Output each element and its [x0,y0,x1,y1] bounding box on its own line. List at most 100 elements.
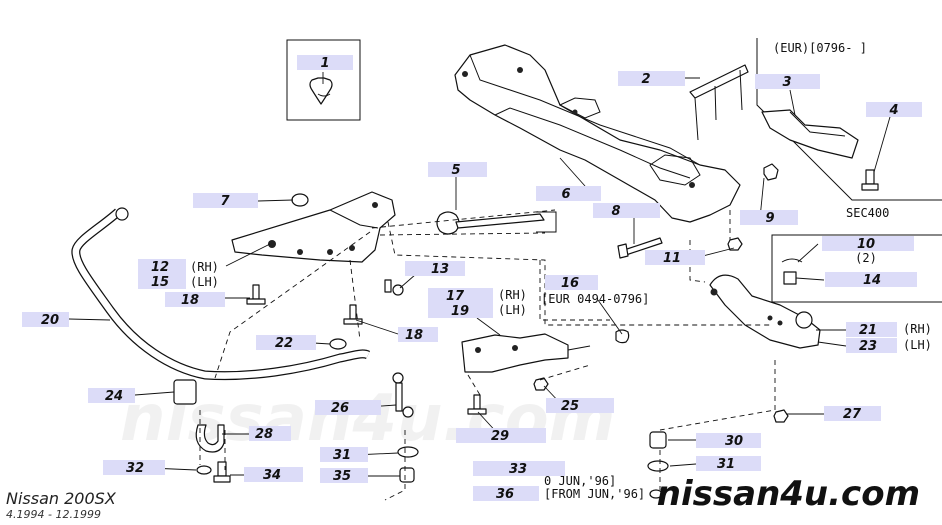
part-5-link-rod [436,211,557,235]
svg-text:8: 8 [611,204,620,219]
svg-text:34: 34 [263,468,281,483]
part-35-bush [399,467,415,483]
svg-text:4: 4 [888,103,898,118]
note-eur-0494-0796: [EUR 0494-0796] [541,292,649,306]
callout-32[interactable]: 32 [103,460,165,476]
svg-text:18: 18 [181,293,199,308]
part-32-nut [196,465,212,475]
part-30-bush [649,431,667,449]
callout-12[interactable]: 12 [138,259,186,275]
callout-12-side: (RH) [190,260,219,274]
svg-text:16: 16 [561,276,579,291]
svg-text:10: 10 [857,237,875,252]
svg-text:22: 22 [275,336,293,351]
svg-text:13: 13 [431,262,449,277]
callout-21-side: (RH) [903,322,932,336]
part-27-nut [773,409,789,423]
callout-8[interactable]: 8 [593,203,660,219]
part-7-bracket [231,191,396,263]
part-18-bolt-a [246,284,266,305]
callout-1[interactable]: 1 [297,55,353,71]
svg-text:3: 3 [782,75,791,90]
svg-text:17: 17 [446,289,465,304]
callout-28[interactable]: 28 [249,426,291,442]
callout-27[interactable]: 27 [824,406,881,422]
svg-text:26: 26 [331,401,349,416]
callout-14[interactable]: 14 [825,272,917,288]
callout-17[interactable]: 17 [428,288,493,304]
svg-text:35: 35 [333,469,351,484]
part-31-washer-b [397,446,419,458]
callout-18-left[interactable]: 18 [165,292,225,308]
note-before-jun96: 0 JUN,'96] [544,474,616,488]
callout-10[interactable]: 10 [822,236,914,252]
front-crossmember [454,44,741,223]
callout-34[interactable]: 34 [244,467,303,483]
callout-33[interactable]: 33 [473,461,565,477]
part-24-bush [173,379,197,405]
callout-18-center[interactable]: 18 [398,327,438,343]
part-29-bolt [467,394,487,415]
part-9-nut [763,163,779,181]
svg-text:30: 30 [725,434,743,449]
callout-21[interactable]: 21 [846,322,897,338]
svg-text:27: 27 [843,407,862,422]
svg-text:23: 23 [859,339,877,354]
callout-13[interactable]: 13 [405,261,465,277]
callout-31-right[interactable]: 31 [696,456,761,472]
part-7-washer [291,193,309,207]
foreground-watermark: nissan4u.com [657,474,920,514]
part-14-bush [783,271,797,285]
sec400-box [771,234,942,303]
callout-25[interactable]: 25 [546,398,614,414]
callout-29[interactable]: 29 [456,428,546,444]
svg-text:29: 29 [491,429,509,444]
svg-text:24: 24 [105,389,123,404]
callout-35[interactable]: 35 [320,468,368,484]
callout-24[interactable]: 24 [88,388,135,404]
callout-36[interactable]: 36 [473,486,539,502]
part-11-nut [727,237,743,251]
svg-text:12: 12 [151,260,169,275]
part-4-bolt [861,169,879,191]
callout-16[interactable]: 16 [545,275,598,291]
callout-11[interactable]: 11 [645,250,705,266]
svg-text:31: 31 [717,457,735,472]
part-36-nut [649,489,663,499]
svg-text:7: 7 [220,194,230,209]
svg-text:31: 31 [333,448,351,463]
callout-30[interactable]: 30 [696,433,761,449]
part-20-stabilizer-bar [71,207,371,381]
callout-3[interactable]: 3 [755,74,820,90]
callout-2[interactable]: 2 [618,71,685,87]
callout-17-side: (RH) [498,288,527,302]
assembly-guide-lines [199,209,776,501]
part-26-connecting-rod [392,372,414,418]
svg-text:25: 25 [561,399,579,414]
part-16-washer [615,329,630,344]
callout-9[interactable]: 9 [740,210,798,226]
part-28-clamp [195,424,225,453]
callout-26[interactable]: 26 [315,400,381,416]
part-3-plate [761,109,859,159]
part-8-bolt [617,237,663,259]
callout-15[interactable]: 15 [138,274,186,290]
footer-model: Nissan 200SX [6,489,117,508]
callout-5[interactable]: 5 [428,162,487,178]
svg-text:2: 2 [641,72,650,87]
svg-text:36: 36 [496,487,514,502]
callout-4[interactable]: 4 [866,102,922,118]
callout-31-left[interactable]: 31 [320,447,368,463]
svg-text:14: 14 [863,273,881,288]
callout-7[interactable]: 7 [193,193,258,209]
svg-text:28: 28 [255,427,273,442]
callout-22[interactable]: 22 [256,335,316,351]
callout-19-side: (LH) [498,303,527,317]
callout-19[interactable]: 19 [428,303,493,319]
part-17-19-bracket [461,333,569,373]
callout-20[interactable]: 20 [22,312,69,328]
callout-23[interactable]: 23 [846,338,897,354]
callout-6[interactable]: 6 [536,186,601,202]
svg-text:9: 9 [765,211,774,226]
